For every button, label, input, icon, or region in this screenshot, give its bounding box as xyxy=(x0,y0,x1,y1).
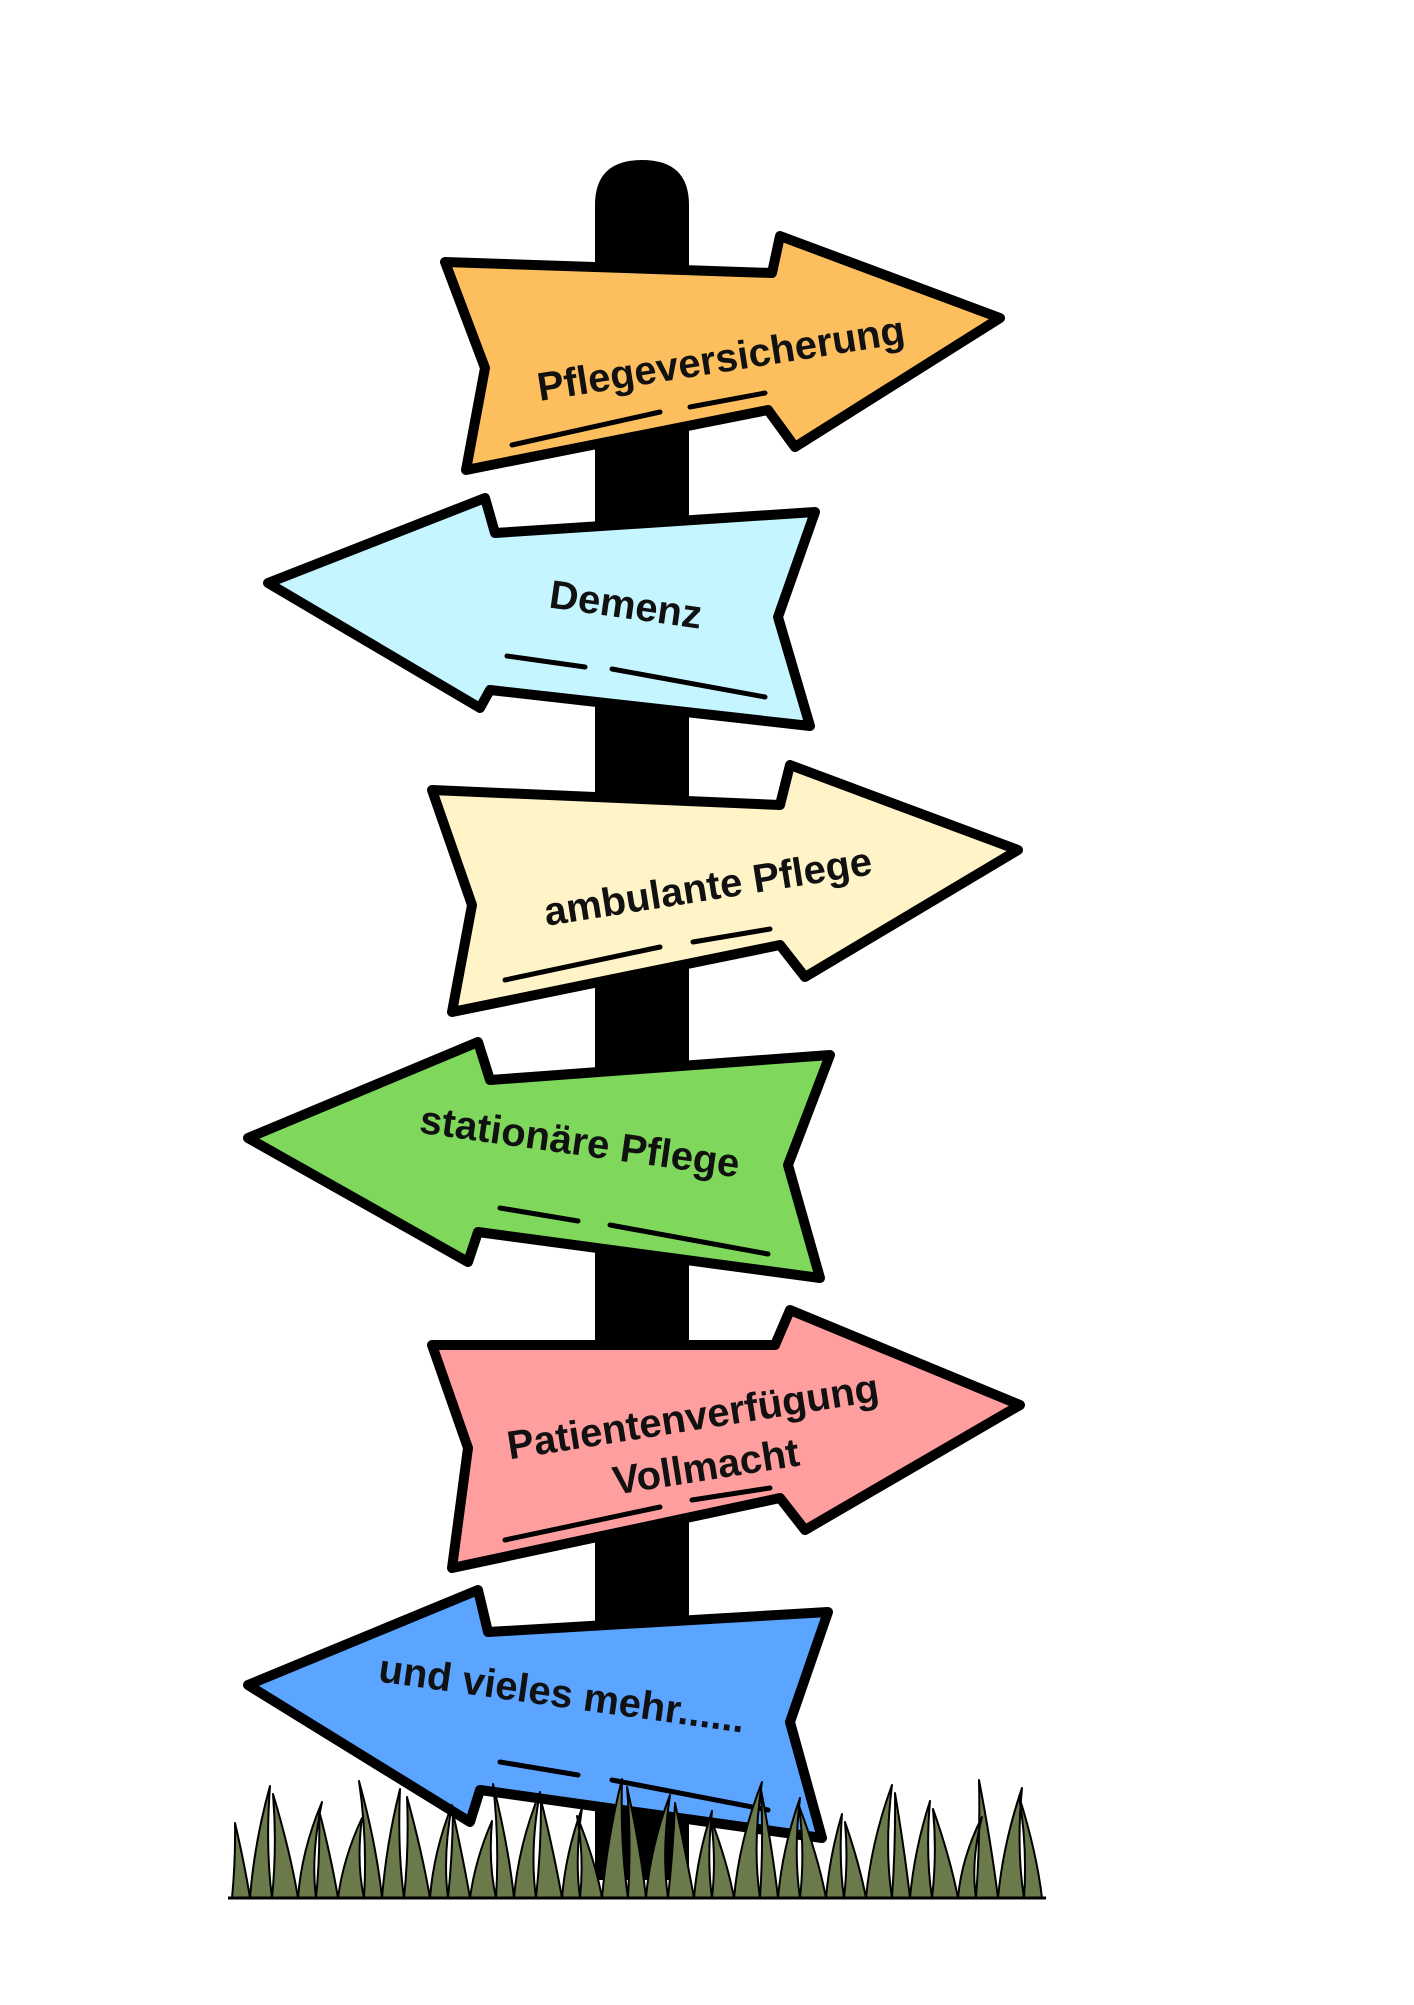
sign-shape xyxy=(263,493,820,731)
sign-underline xyxy=(509,390,768,448)
sign-underline xyxy=(502,926,773,983)
sign-patientenverfuegung[interactable]: Patientenverfügung Vollmacht xyxy=(427,1305,1025,1573)
sign-shape xyxy=(243,1037,835,1283)
sign-und-vieles-mehr[interactable]: und vieles mehr...... xyxy=(243,1585,833,1843)
sign-ambulante-pflege[interactable]: ambulante Pflege xyxy=(427,760,1023,1017)
sign-shape xyxy=(440,231,1005,475)
sign-stationaere-pflege[interactable]: stationäre Pflege xyxy=(243,1037,835,1283)
sign-shape xyxy=(243,1585,833,1843)
grass xyxy=(228,1778,1046,1900)
sign-demenz[interactable]: Demenz xyxy=(263,493,820,731)
sign-shape xyxy=(427,1305,1025,1573)
sign-underline xyxy=(502,1485,773,1543)
sign-underline xyxy=(497,1759,771,1813)
sign-shape xyxy=(427,760,1023,1017)
sign-pflegeversicherung[interactable]: Pflegeversicherung xyxy=(440,231,1005,475)
grass-blades xyxy=(231,1778,1043,1899)
sign-underline xyxy=(497,1205,771,1257)
sign-underline xyxy=(504,653,768,700)
